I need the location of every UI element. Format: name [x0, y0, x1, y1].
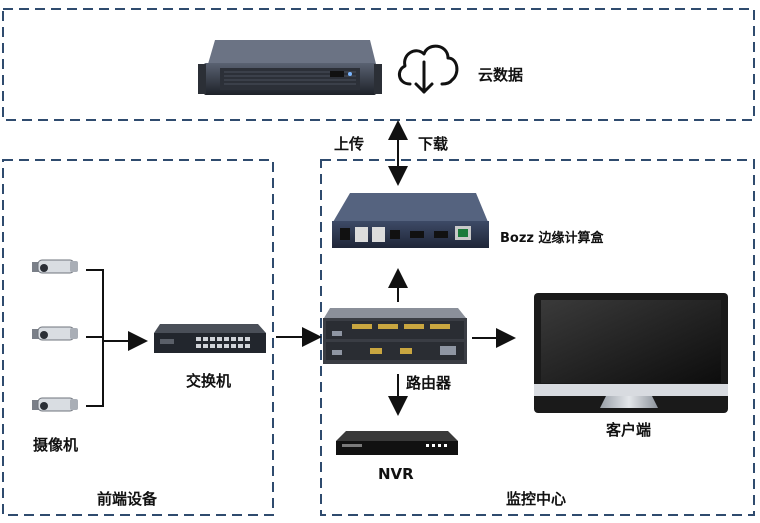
- cloud-group-border: [2, 8, 755, 121]
- switch-label: 交换机: [186, 372, 232, 390]
- upload-label: 上传: [334, 135, 365, 153]
- cloud-download-icon: [397, 44, 459, 94]
- edge-computing-box: [332, 193, 489, 248]
- nvr-device: [336, 431, 458, 455]
- camera-label: 摄像机: [33, 436, 79, 454]
- camera-bottom: [32, 397, 78, 412]
- network-switch: [154, 324, 266, 353]
- camera-middle: [32, 326, 78, 341]
- frontend-group-border: [2, 159, 274, 516]
- download-label: 下载: [418, 135, 449, 153]
- cloud-server: [198, 40, 382, 95]
- client-monitor: [534, 293, 728, 413]
- router-device: [323, 308, 467, 364]
- client-label: 客户端: [606, 421, 652, 439]
- edge-box-label: Bozz 边缘计算盒: [500, 231, 604, 246]
- frontend-group-label: 前端设备: [97, 490, 158, 508]
- camera-top: [32, 259, 78, 274]
- monitor-center-group-label: 监控中心: [506, 490, 567, 508]
- router-label: 路由器: [406, 374, 452, 392]
- nvr-label: NVR: [378, 465, 414, 483]
- cloud-data-label: 云数据: [478, 66, 524, 84]
